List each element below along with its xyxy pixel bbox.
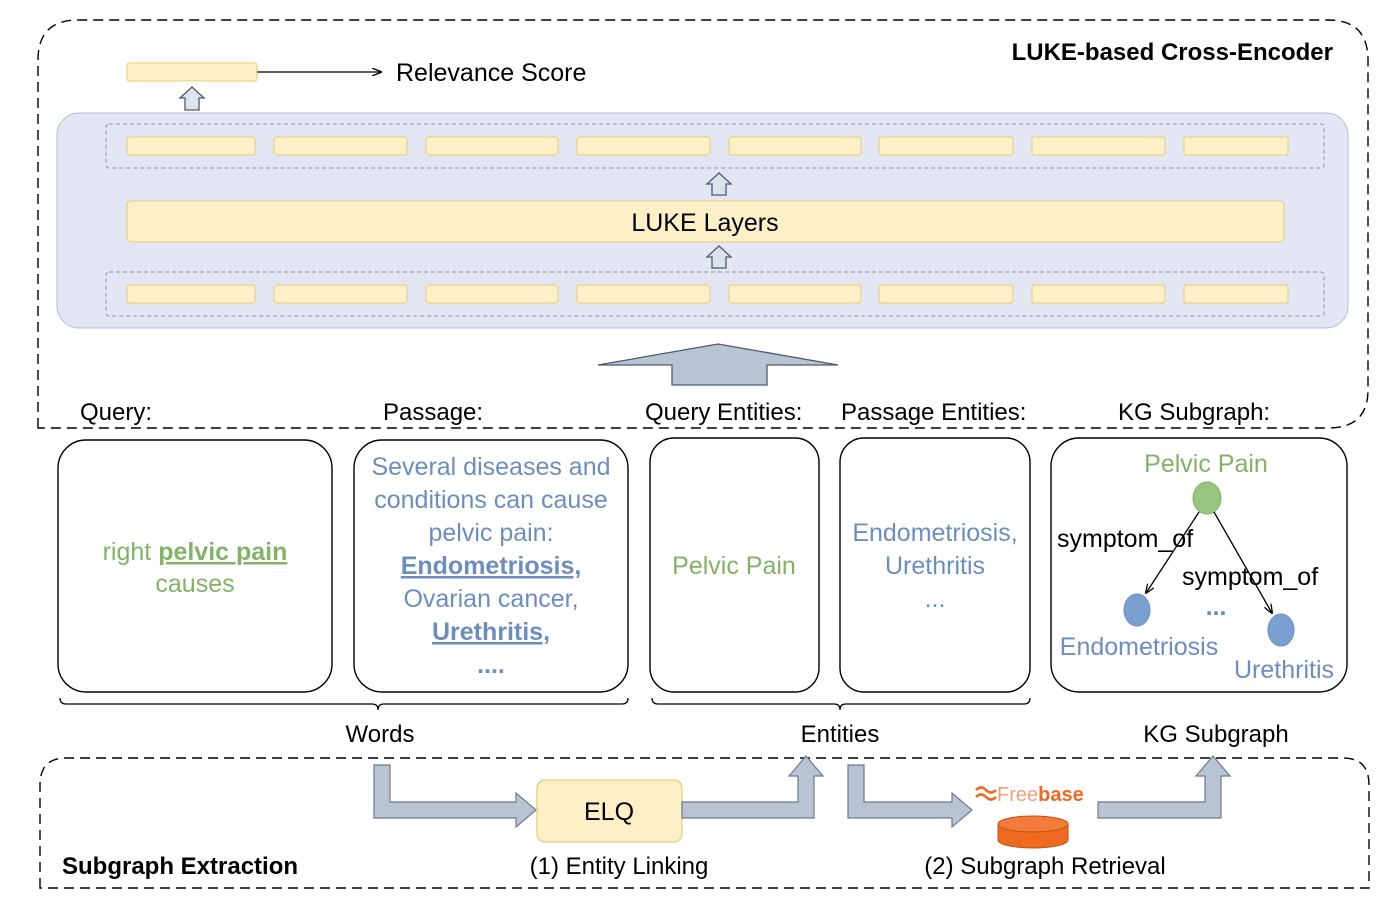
passage-line: Ovarian cancer, xyxy=(403,585,578,613)
passage-entity-item: Endometriosis, xyxy=(852,519,1017,547)
entities-to-freebase-arrow xyxy=(847,764,973,829)
up-arrow-icon xyxy=(705,245,733,269)
passage-entity: Endometriosis, xyxy=(401,552,582,580)
token xyxy=(273,284,408,304)
query-entity: Pelvic Pain xyxy=(672,552,796,580)
kg-root-node xyxy=(1192,481,1222,515)
token xyxy=(273,136,408,156)
query-box xyxy=(57,439,333,693)
passage-entity-ellipsis: ... xyxy=(925,585,946,613)
freebase-prefix: Free xyxy=(997,784,1038,806)
luke-layers-block xyxy=(126,200,1285,243)
kg-edge-right-label: symptom_of xyxy=(1182,563,1318,591)
kg-edge-right xyxy=(1213,511,1272,613)
words-brace xyxy=(59,697,629,711)
luke-layers-label: LUKE Layers xyxy=(631,209,778,237)
passage-entity-item: Urethritis xyxy=(885,552,985,580)
input-tokens xyxy=(126,284,1289,304)
encoder-title: LUKE-based Cross-Encoder xyxy=(1012,39,1333,66)
token xyxy=(878,284,1014,304)
up-arrow-icon xyxy=(178,86,206,111)
passage-entity: Urethritis, xyxy=(432,618,550,646)
kg-root-label: Pelvic Pain xyxy=(1144,450,1268,478)
database-icon xyxy=(997,815,1069,849)
kg-group-label: KG Subgraph xyxy=(1143,721,1288,748)
passage-line: conditions can cause xyxy=(374,486,607,514)
passage-text: Several diseases and conditions can caus… xyxy=(371,453,610,679)
encoder-dashed-border xyxy=(37,19,1369,429)
query-text: right pelvic pain xyxy=(103,538,288,566)
words-to-elq-arrow xyxy=(373,764,537,829)
kg-subgraph-header: KG Subgraph: xyxy=(1118,399,1270,426)
elq-label: ELQ xyxy=(584,798,634,826)
token xyxy=(425,136,559,156)
token xyxy=(126,136,256,156)
kg-leaf-node xyxy=(1267,613,1295,647)
query-entities-box xyxy=(649,437,820,693)
token xyxy=(126,284,256,304)
passage-line: Several diseases and xyxy=(371,453,610,481)
token xyxy=(576,136,711,156)
extraction-title: Subgraph Extraction xyxy=(62,853,298,880)
output-token xyxy=(126,62,258,82)
step-subgraph-retrieval: (2) Subgraph Retrieval xyxy=(924,853,1165,880)
token xyxy=(576,284,711,304)
freebase-to-kg-arrow xyxy=(1097,755,1232,819)
relevance-score-label: Relevance Score xyxy=(396,59,586,87)
freebase-suffix: base xyxy=(1038,784,1084,806)
passage-entities-header: Passage Entities: xyxy=(841,399,1026,426)
kg-edge-left xyxy=(1146,511,1200,593)
token xyxy=(1183,284,1289,304)
token xyxy=(728,136,862,156)
step-entity-linking: (1) Entity Linking xyxy=(530,853,709,880)
passage-header: Passage: xyxy=(383,399,483,426)
token xyxy=(878,136,1014,156)
query-header: Query: xyxy=(80,399,152,426)
freebase-wave-icon xyxy=(975,793,997,801)
entities-group-label: Entities xyxy=(801,721,880,748)
token xyxy=(1031,136,1166,156)
kg-leaf-right-label: Urethritis xyxy=(1234,656,1334,684)
big-up-arrow-icon xyxy=(597,343,839,386)
kg-leaf-left-label: Endometriosis xyxy=(1060,633,1218,661)
output-tokens xyxy=(126,136,1289,156)
kg-edge-left-label: symptom_of xyxy=(1057,525,1193,553)
freebase-logo: Freebase xyxy=(975,784,1084,806)
token xyxy=(1183,136,1289,156)
passage-line: pelvic pain: xyxy=(428,519,553,547)
token xyxy=(728,284,862,304)
passage-entities-box xyxy=(839,437,1031,693)
query-entities-header: Query Entities: xyxy=(645,399,802,426)
output-token-group xyxy=(105,123,1325,169)
input-token-group xyxy=(105,271,1325,317)
token xyxy=(1031,284,1166,304)
svg-text:Freebase: Freebase xyxy=(997,784,1084,806)
query-text-line2: causes xyxy=(155,570,234,598)
query-text-plain: right xyxy=(103,538,159,566)
query-text-entity: pelvic pain xyxy=(158,538,287,566)
kg-leaf-node xyxy=(1123,593,1151,627)
kg-ellipsis: ... xyxy=(1206,593,1227,621)
passage-ellipsis: .... xyxy=(477,651,505,679)
token xyxy=(425,284,559,304)
elq-to-entities-arrow xyxy=(681,755,825,819)
passage-box xyxy=(353,439,629,693)
freebase-wave-icon xyxy=(975,786,997,794)
words-group-label: Words xyxy=(346,721,415,748)
extraction-dashed-border xyxy=(39,757,1370,889)
entities-brace xyxy=(651,697,1031,711)
up-arrow-icon xyxy=(705,172,733,196)
passage-entities: Endometriosis, Urethritis ... xyxy=(852,519,1017,613)
